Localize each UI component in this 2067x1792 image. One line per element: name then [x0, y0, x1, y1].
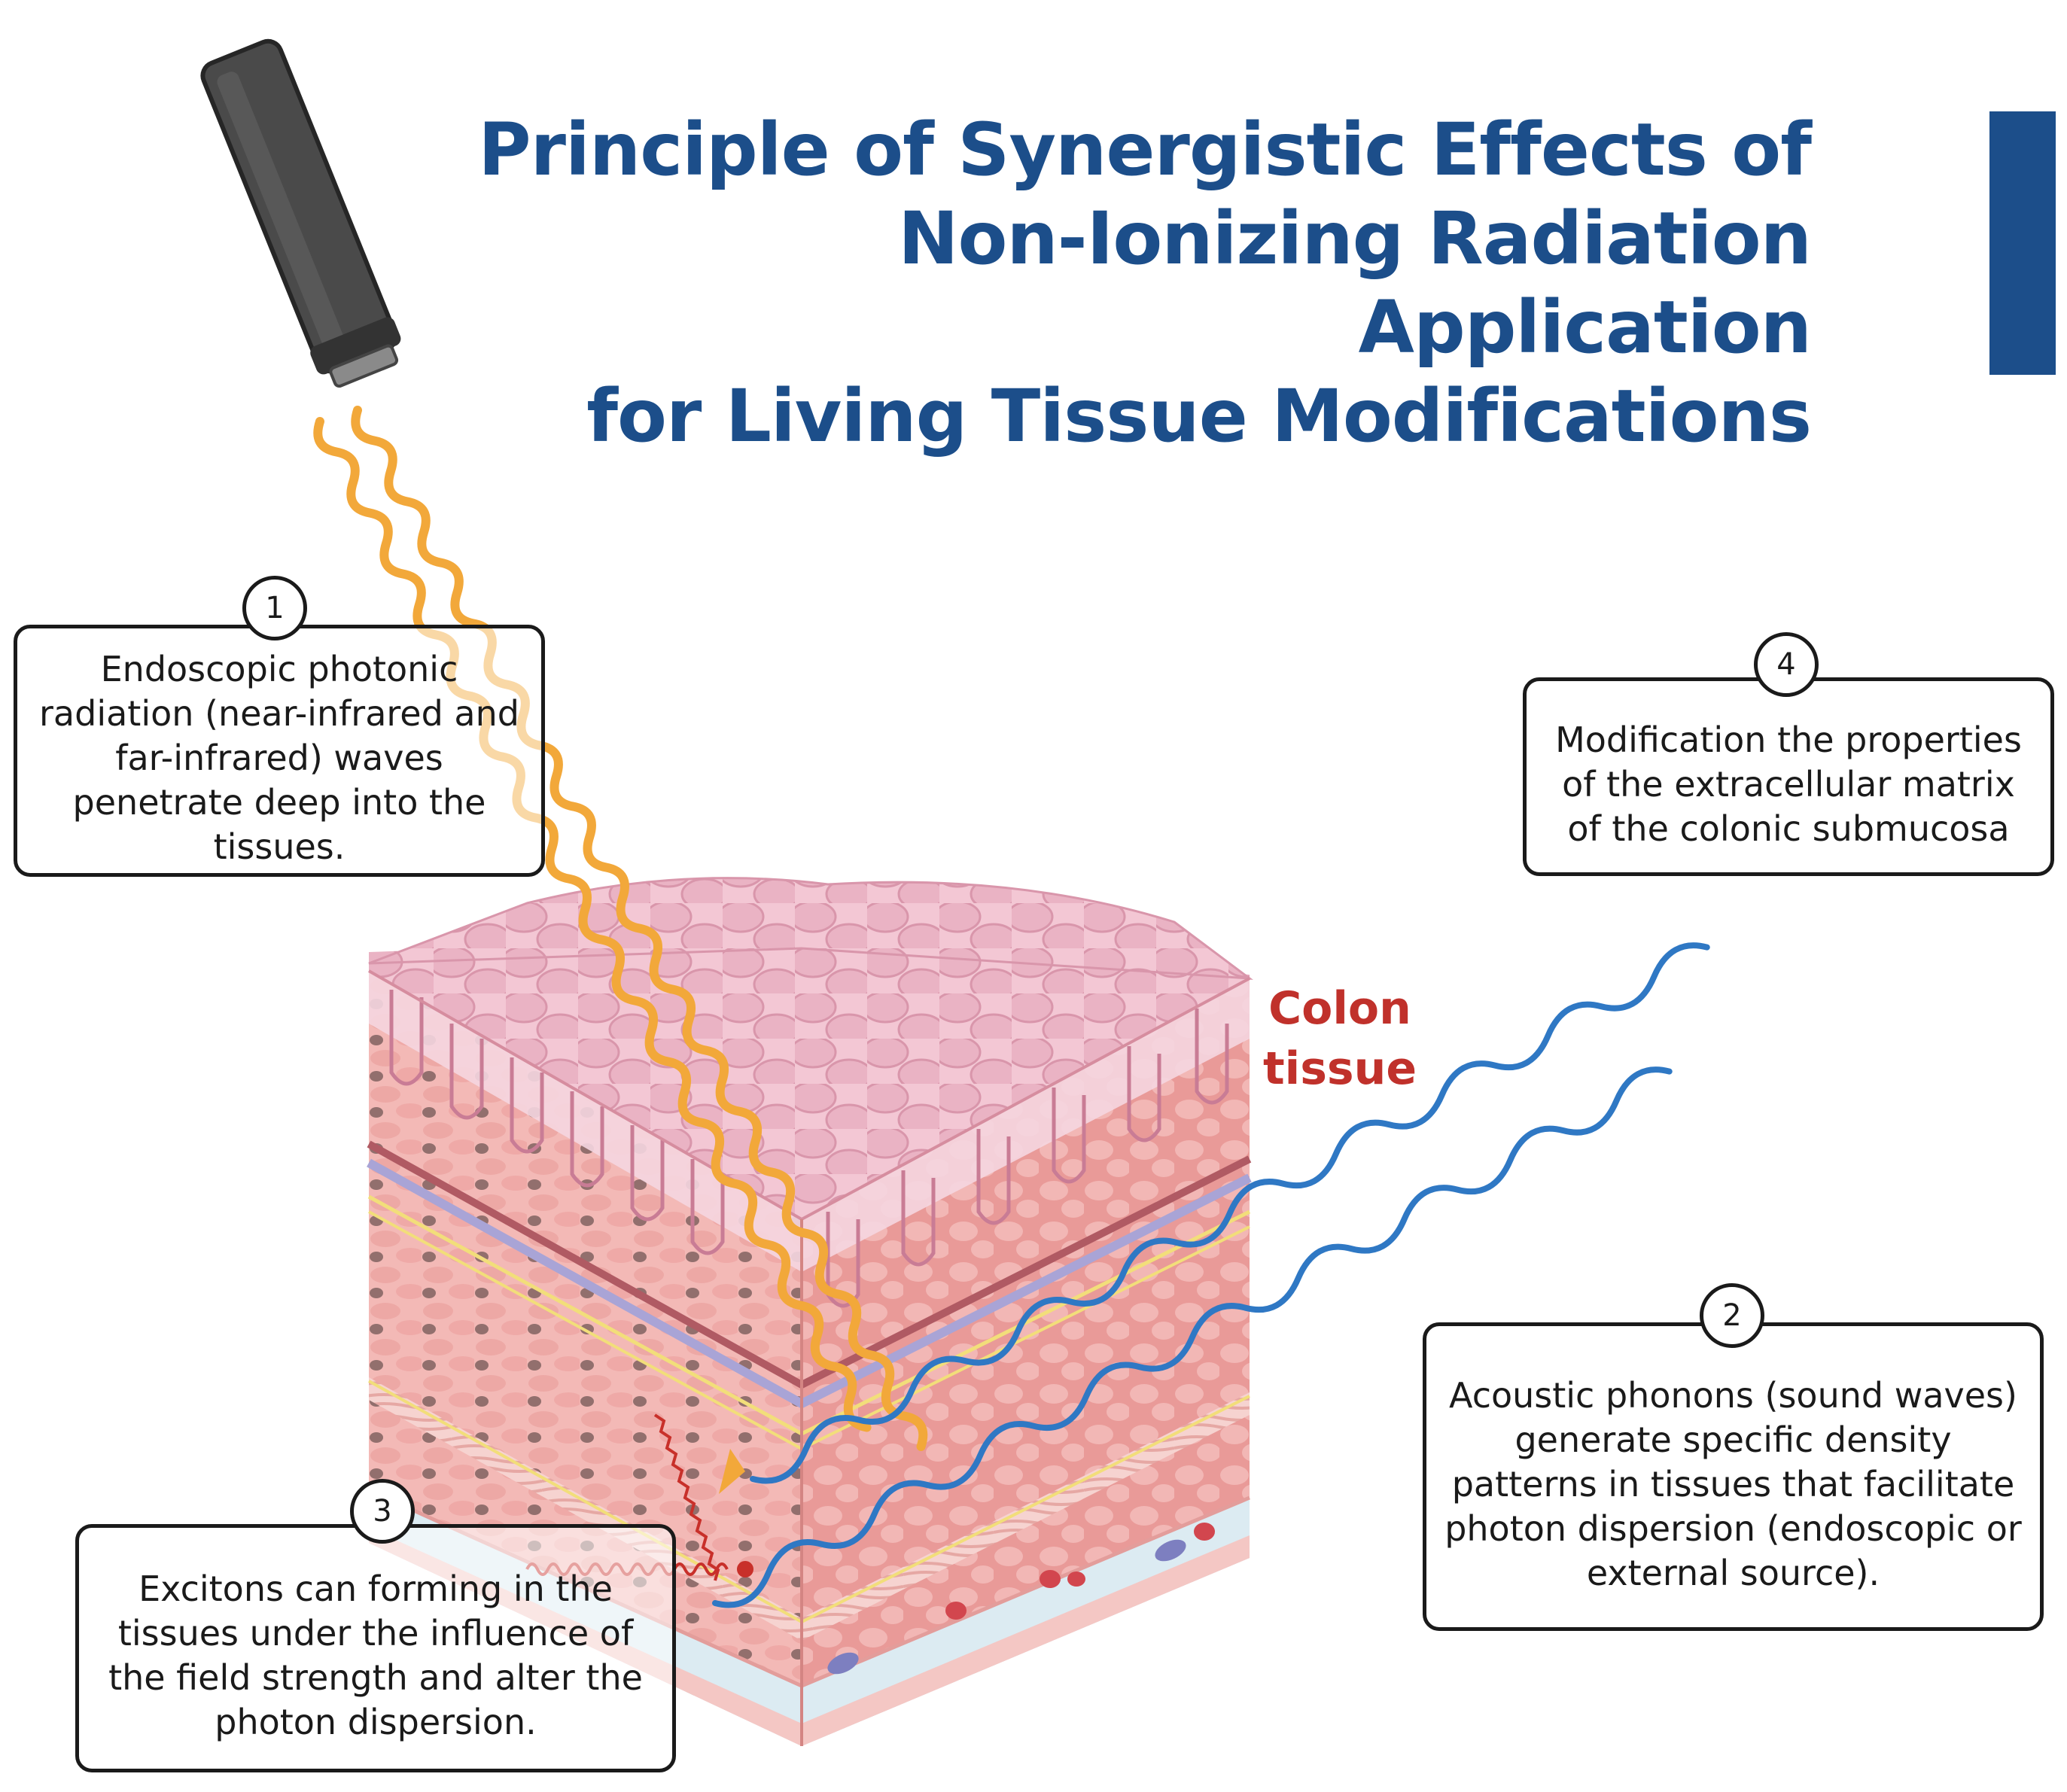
callout-1-text: Endoscopic photonic radiation (near-infr…: [39, 649, 519, 867]
callout-2-number: 2: [1700, 1283, 1764, 1348]
diagram-title: Principle of Synergistic Effects of Non-…: [456, 105, 1812, 461]
callout-1: Endoscopic photonic radiation (near-infr…: [14, 625, 545, 877]
callout-4-text: Modification the properties of the extra…: [1555, 719, 2022, 849]
callout-3: Excitons can forming in the tissues unde…: [75, 1524, 676, 1772]
tissue-label-line-1: Colon: [1268, 982, 1411, 1035]
callout-2-text: Acoustic phonons (sound waves) generate …: [1444, 1374, 2022, 1593]
acoustic-waves: [712, 942, 1710, 1608]
callout-2: Acoustic phonons (sound waves) generate …: [1423, 1322, 2044, 1631]
callout-3-number: 3: [350, 1479, 415, 1544]
callout-4: Modification the properties of the extra…: [1523, 677, 2054, 876]
endoscope-icon: [200, 38, 401, 388]
title-line-3: for Living Tissue Modifications: [586, 374, 1812, 458]
title-accent-bar: [1989, 111, 2056, 375]
callout-3-text: Excitons can forming in the tissues unde…: [108, 1568, 643, 1742]
tissue-label-line-2: tissue: [1262, 1042, 1417, 1095]
title-line-1: Principle of Synergistic Effects of: [478, 108, 1812, 192]
callout-1-number: 1: [242, 576, 307, 640]
colon-tissue-label: Colon tissue: [1242, 978, 1438, 1099]
photonic-waves: [313, 406, 928, 1494]
colon-tissue-block-icon: [367, 877, 1253, 1746]
title-line-2: Non-Ionizing Radiation Application: [898, 196, 1812, 370]
callout-4-number: 4: [1754, 632, 1819, 697]
